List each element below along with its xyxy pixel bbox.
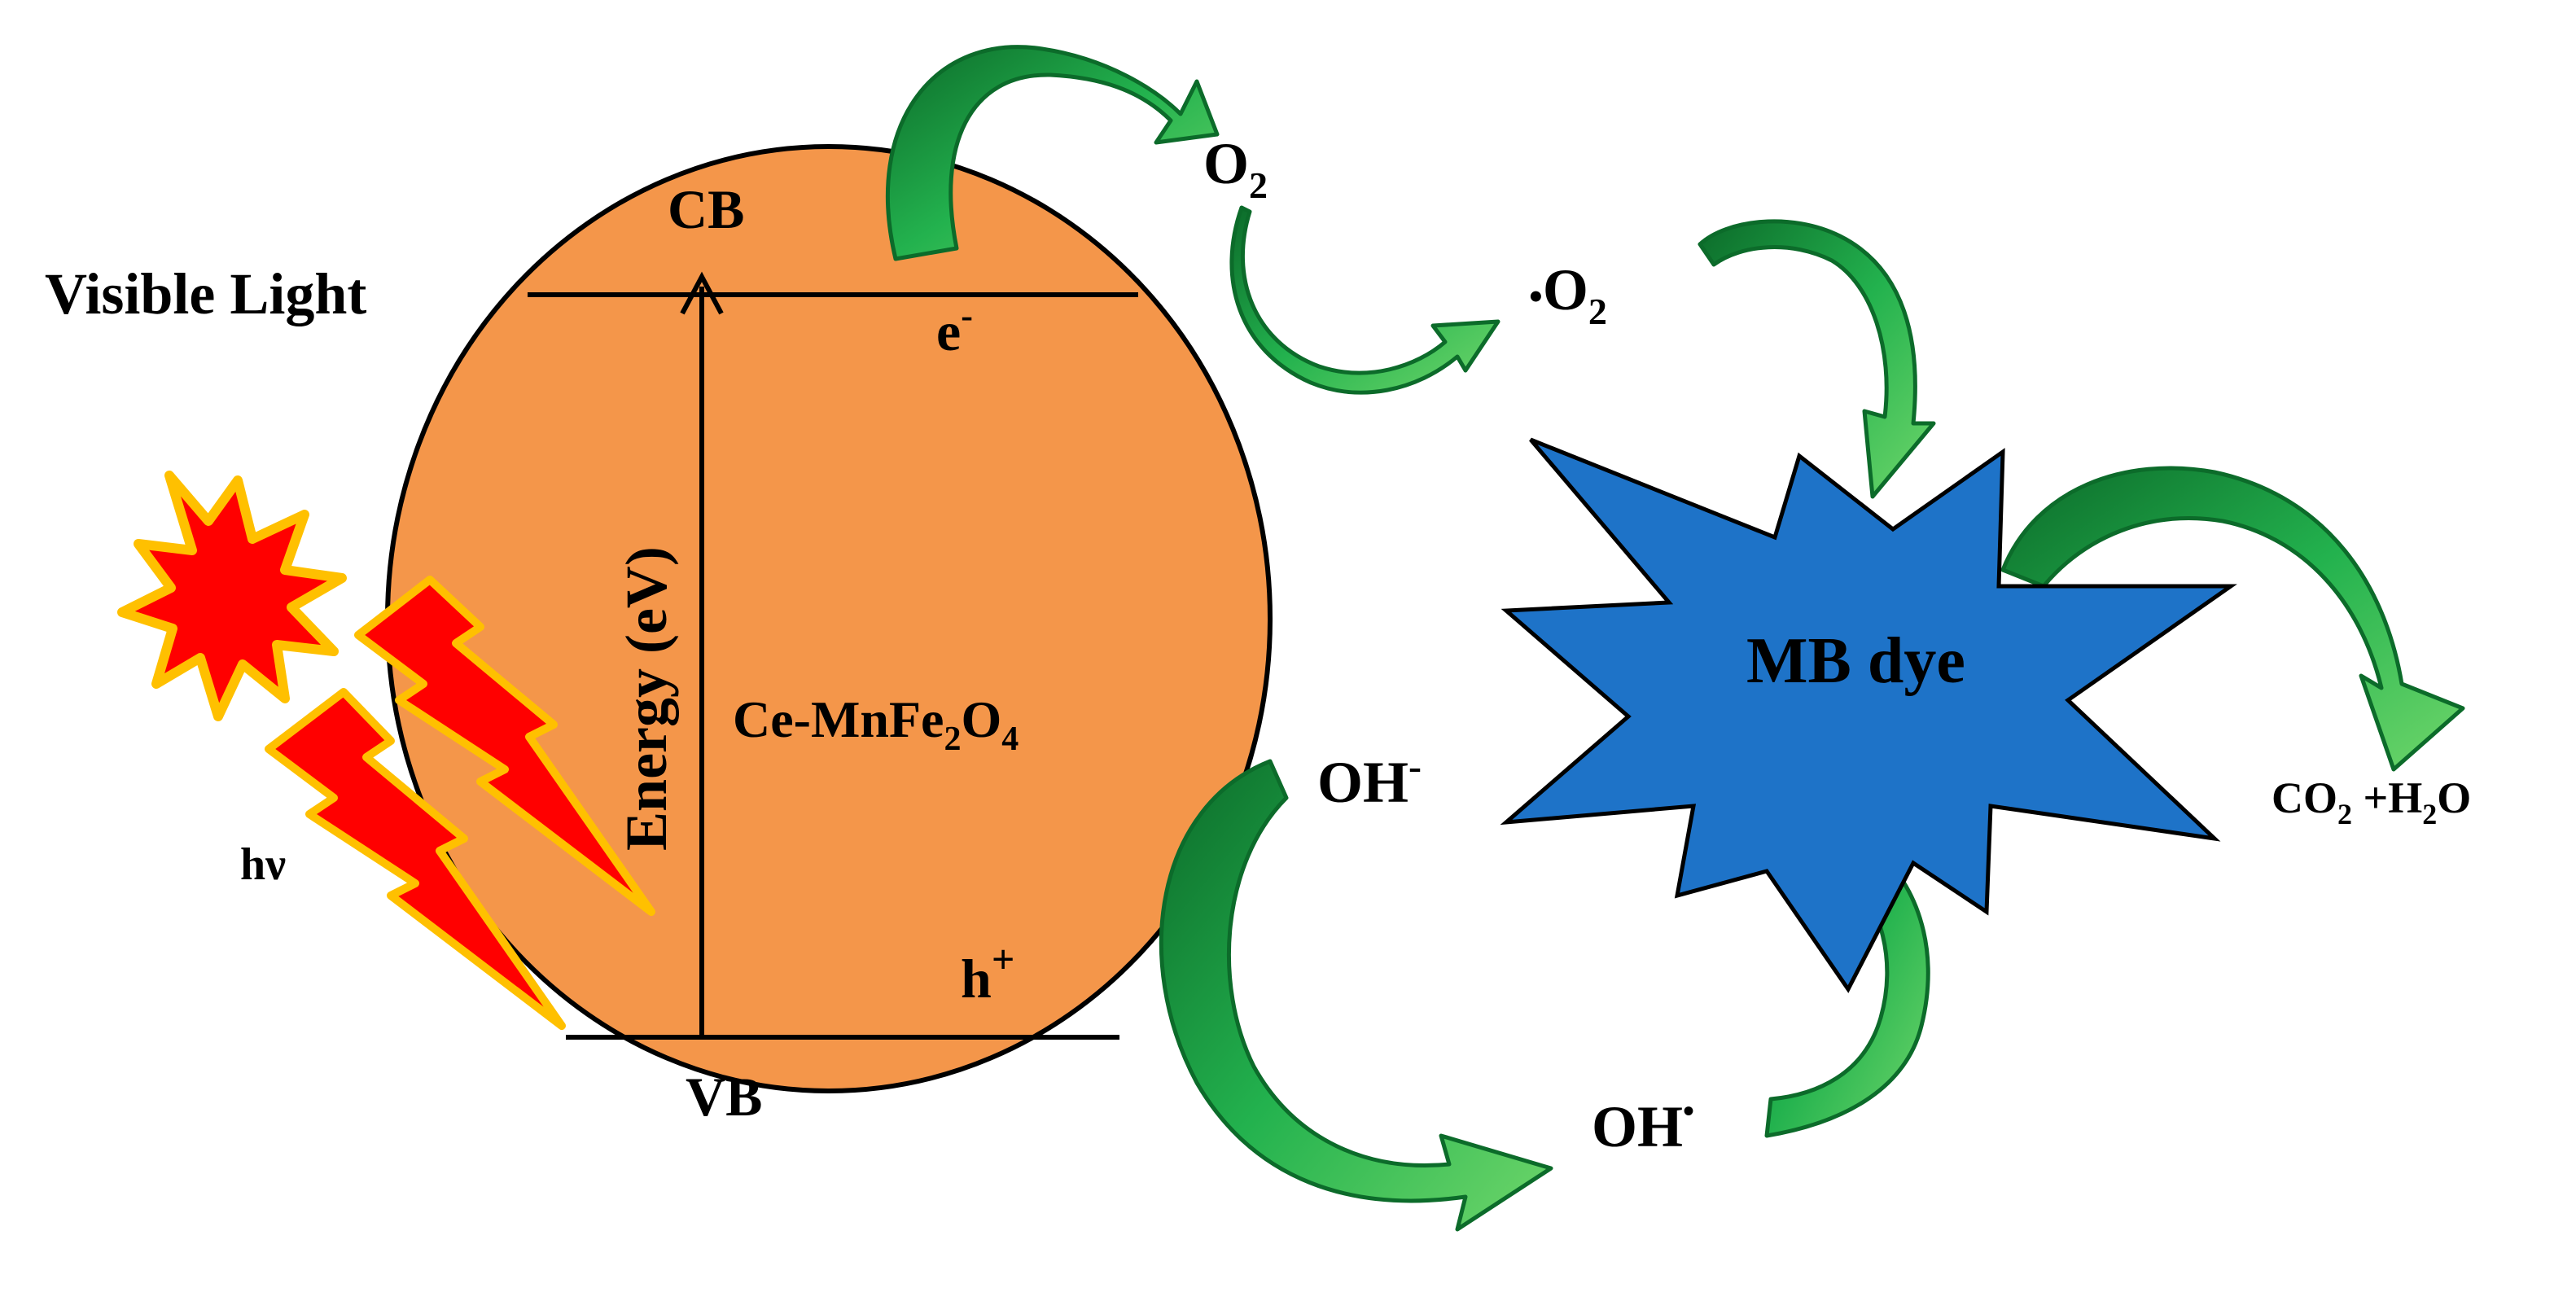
curved-arrow-icon: [1159, 759, 1553, 1232]
catalyst-formula: Ce-MnFe2O4: [733, 690, 1019, 758]
energy-axis-label: Energy (eV): [614, 546, 679, 851]
curved-arrow-icon: [1229, 205, 1500, 395]
curved-arrow-icon: [2000, 466, 2465, 772]
catalyst-particle: [385, 144, 1273, 1093]
lightning-bolt-icon: [354, 576, 655, 916]
curved-arrow-icon: [886, 45, 1220, 261]
curved-arrow-icon: [1698, 219, 1936, 499]
sun-burst-icon: [117, 471, 347, 721]
energy-axis-arrowhead: [680, 271, 724, 315]
vb-label: VB: [686, 1066, 762, 1128]
hydroxide-label: OH-: [1317, 745, 1422, 815]
hydroxyl-radical-label: OH•: [1592, 1093, 1694, 1159]
mb-dye-label: MB dye: [1746, 625, 1965, 697]
electron-label: e-: [936, 296, 973, 362]
products-label: CO2 +H2O: [2272, 773, 2471, 830]
oxygen-label: O2: [1203, 131, 1268, 206]
cb-label: CB: [668, 178, 744, 240]
hv-label: hν: [240, 839, 286, 890]
mb-dye-star: [1500, 437, 2237, 993]
superoxide-radical-label: •O2: [1529, 257, 1607, 332]
lightning-bolt-icon: [265, 688, 566, 1030]
hole-label: h+: [961, 936, 1014, 1010]
visible-light-label: Visible Light: [45, 261, 366, 326]
